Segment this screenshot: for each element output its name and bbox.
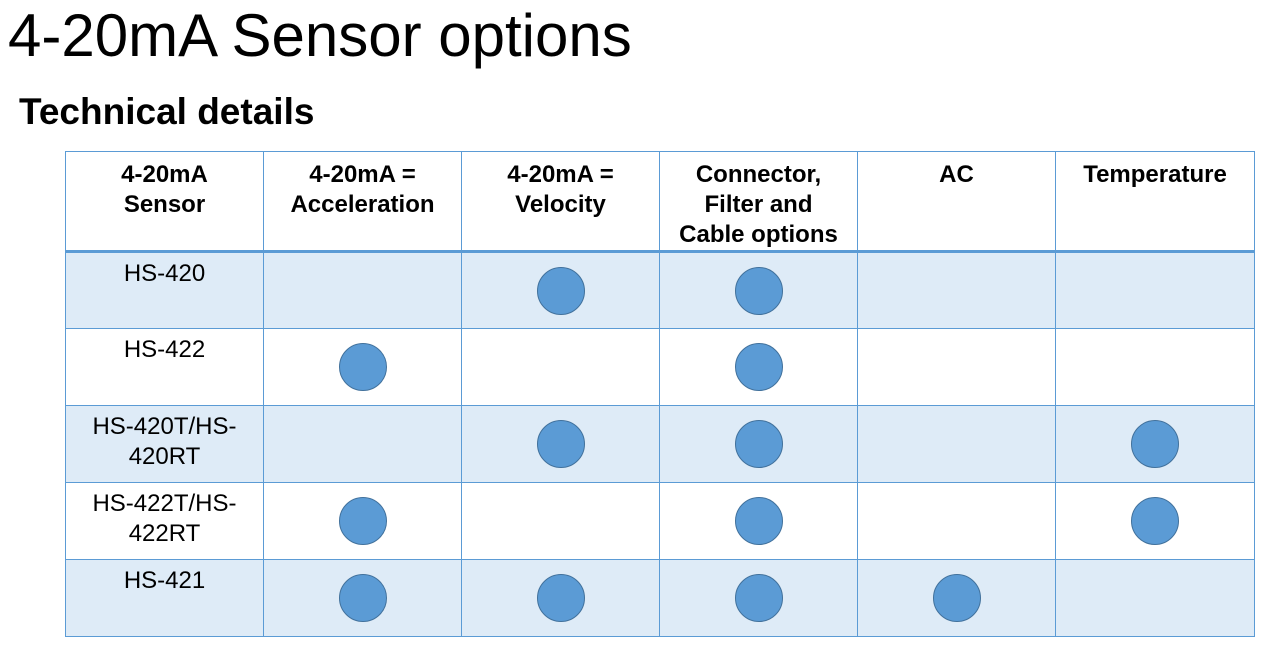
option-cell	[1055, 328, 1255, 406]
header-ac: AC	[857, 151, 1056, 253]
option-cell	[263, 405, 462, 483]
supported-dot-icon	[734, 574, 783, 622]
slide-subtitle: Technical details	[19, 91, 315, 132]
option-cell	[461, 482, 660, 560]
option-cell	[857, 405, 1056, 483]
option-cell	[659, 251, 858, 329]
option-cell	[263, 251, 462, 329]
table-row: HS-421	[65, 559, 1255, 637]
table-row: HS-420T/HS-420RT	[65, 405, 1255, 483]
option-cell	[659, 405, 858, 483]
sensor-name-cell: HS-420T/HS-420RT	[65, 405, 264, 483]
option-cell	[857, 251, 1056, 329]
supported-dot-icon	[536, 420, 585, 468]
header-velocity: 4-20mA = Velocity	[461, 151, 660, 253]
supported-dot-icon	[338, 574, 387, 622]
sensor-options-table: 4-20mA Sensor 4-20mA = Acceleration 4-20…	[65, 151, 1255, 637]
supported-dot-icon	[536, 267, 585, 315]
option-cell	[461, 559, 660, 637]
option-cell	[659, 559, 858, 637]
header-sensor: 4-20mA Sensor	[65, 151, 264, 253]
sensor-name-cell: HS-422	[65, 328, 264, 406]
option-cell	[659, 328, 858, 406]
sensor-name-cell: HS-422T/HS-422RT	[65, 482, 264, 560]
option-cell	[1055, 482, 1255, 560]
option-cell	[857, 328, 1056, 406]
option-cell	[1055, 559, 1255, 637]
supported-dot-icon	[1131, 497, 1179, 545]
supported-dot-icon	[536, 574, 585, 622]
supported-dot-icon	[1131, 420, 1179, 468]
supported-dot-icon	[932, 574, 981, 622]
option-cell	[461, 251, 660, 329]
option-cell	[1055, 251, 1255, 329]
option-cell	[263, 559, 462, 637]
option-cell	[857, 559, 1056, 637]
header-acceleration: 4-20mA = Acceleration	[263, 151, 462, 253]
option-cell	[1055, 405, 1255, 483]
option-cell	[461, 405, 660, 483]
slide-title: 4-20mA Sensor options	[8, 2, 632, 69]
table-row: HS-422T/HS-422RT	[65, 482, 1255, 560]
header-connector-options: Connector, Filter and Cable options	[659, 151, 858, 253]
supported-dot-icon	[338, 497, 387, 545]
option-cell	[659, 482, 858, 560]
option-cell	[857, 482, 1056, 560]
option-cell	[263, 328, 462, 406]
header-temperature: Temperature	[1055, 151, 1255, 253]
sensor-name-cell: HS-421	[65, 559, 264, 637]
supported-dot-icon	[734, 420, 783, 468]
supported-dot-icon	[734, 267, 783, 315]
supported-dot-icon	[734, 343, 783, 391]
supported-dot-icon	[734, 497, 783, 545]
table-row: HS-420	[65, 251, 1255, 329]
table-header-row: 4-20mA Sensor 4-20mA = Acceleration 4-20…	[65, 151, 1255, 253]
option-cell	[461, 328, 660, 406]
option-cell	[263, 482, 462, 560]
sensor-name-cell: HS-420	[65, 251, 264, 329]
supported-dot-icon	[338, 343, 387, 391]
table-row: HS-422	[65, 328, 1255, 406]
